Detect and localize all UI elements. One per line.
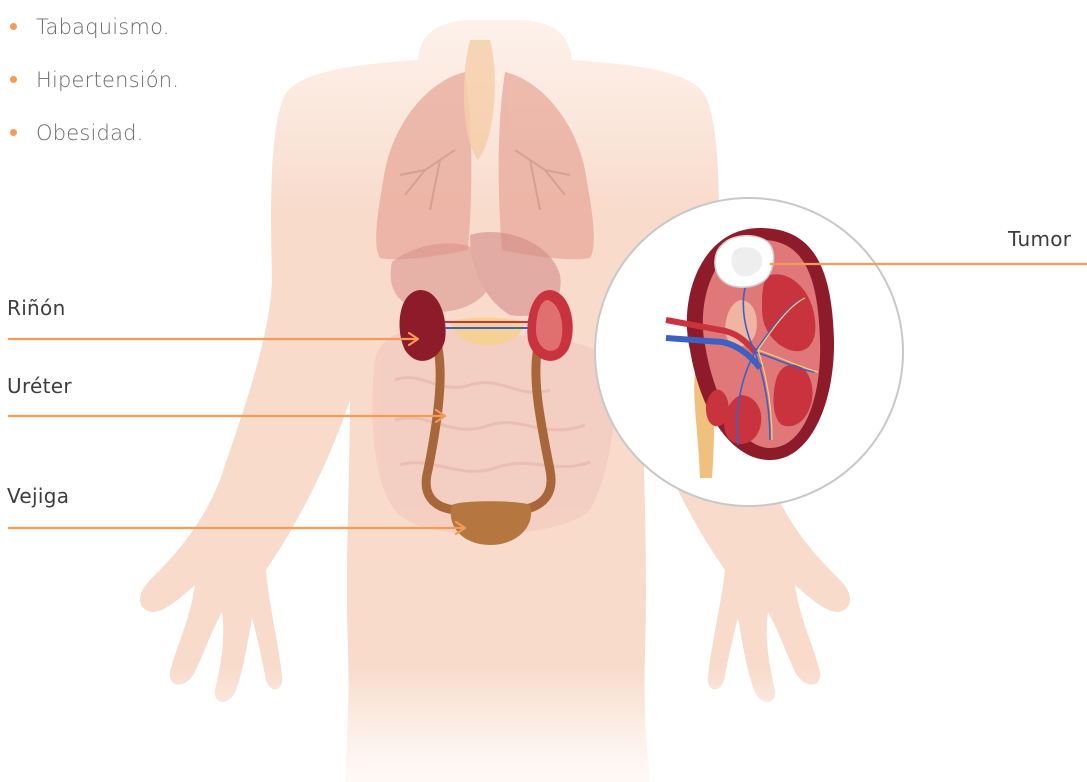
bullet-icon bbox=[10, 76, 17, 83]
risk-factor-label: Hipertensión. bbox=[36, 68, 179, 92]
risk-factors-list: Tabaquismo. Hipertensión. Obesidad. bbox=[8, 12, 179, 171]
bullet-icon bbox=[10, 23, 17, 30]
risk-factor-item: Hipertensión. bbox=[8, 65, 179, 118]
risk-factor-item: Tabaquismo. bbox=[8, 12, 179, 65]
kidney-label: Riñón bbox=[7, 296, 66, 320]
risk-factor-label: Obesidad. bbox=[36, 121, 144, 145]
bladder-label: Vejiga bbox=[7, 484, 69, 508]
risk-factor-label: Tabaquismo. bbox=[36, 15, 170, 39]
risk-factor-item: Obesidad. bbox=[8, 118, 179, 171]
tumor-label: Tumor bbox=[1008, 227, 1071, 251]
bullet-icon bbox=[10, 129, 17, 136]
kidney-zoom-view bbox=[595, 198, 903, 506]
ureter-label: Uréter bbox=[7, 374, 72, 398]
